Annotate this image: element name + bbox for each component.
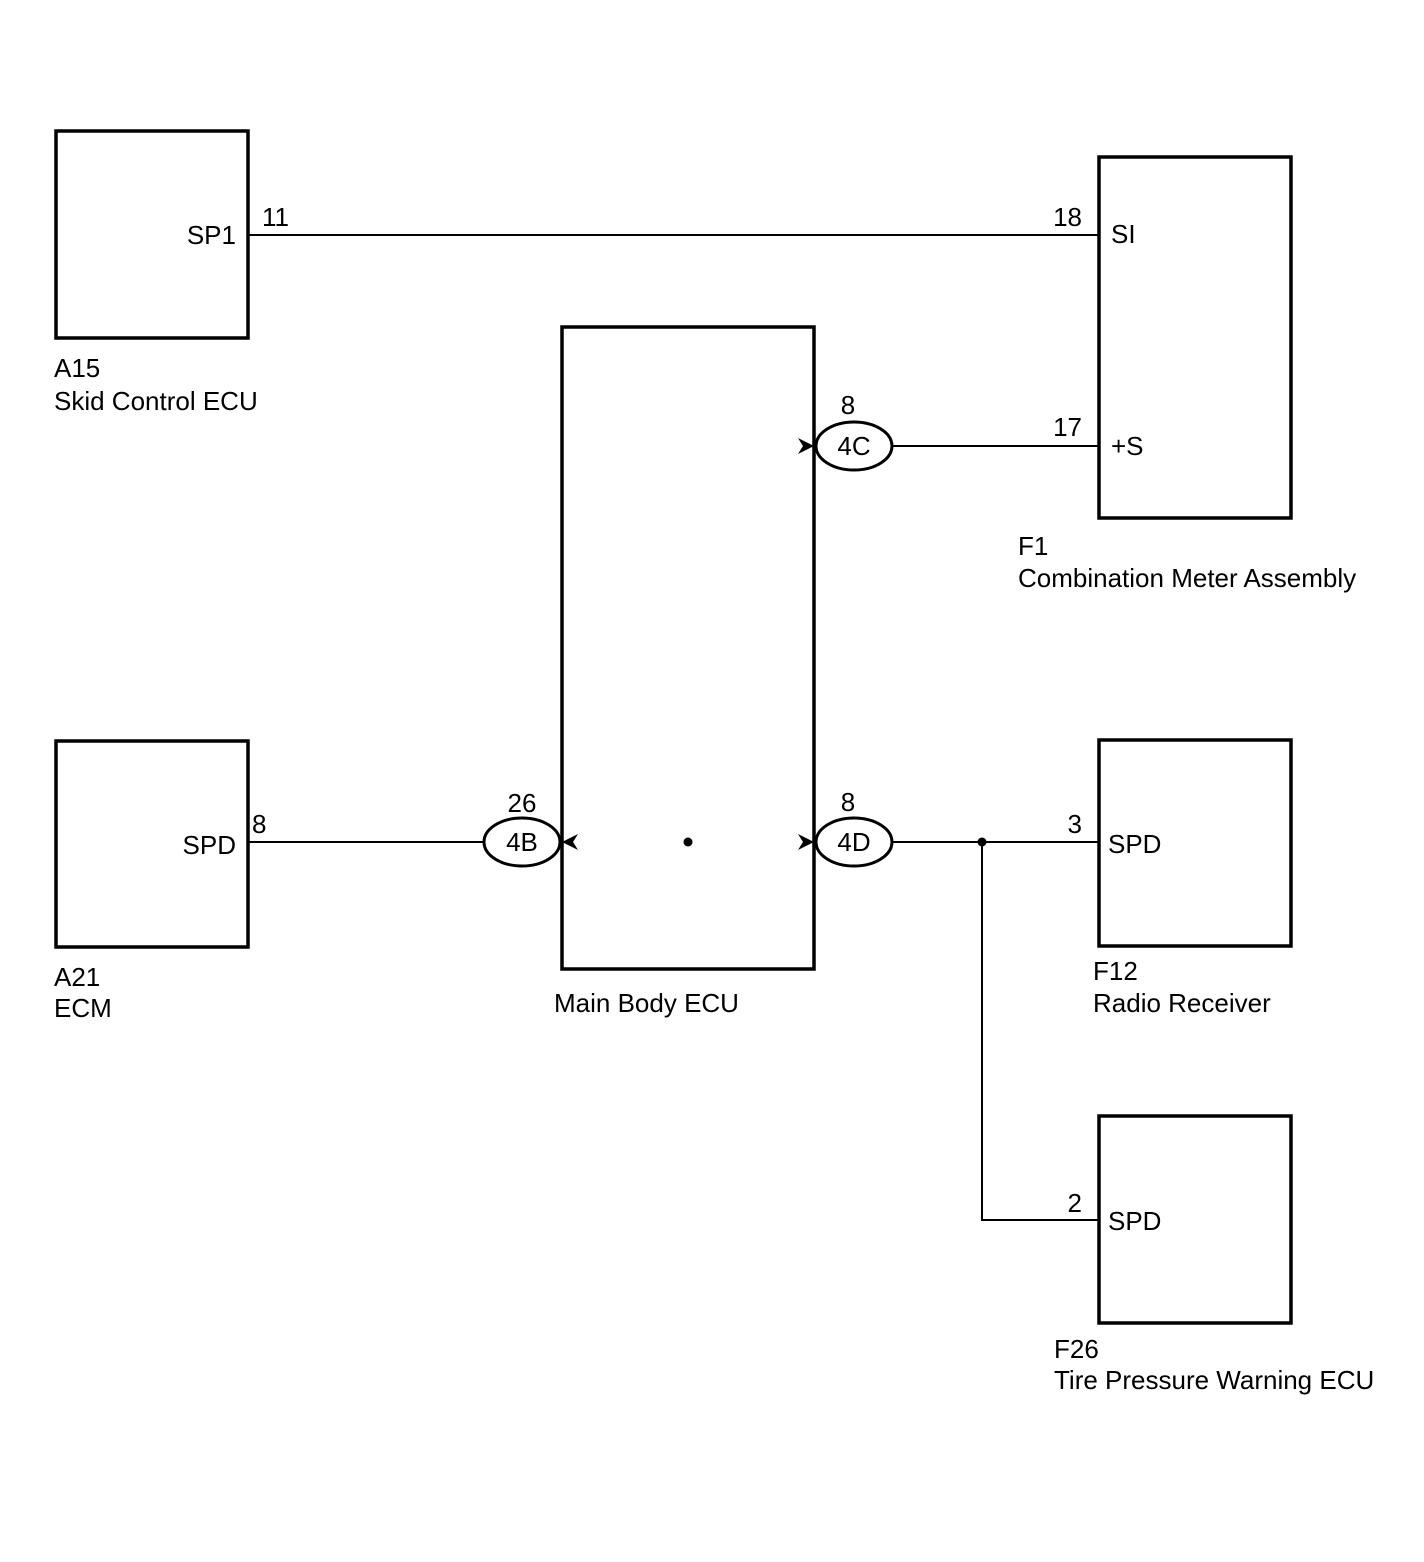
ecm-box — [54, 739, 250, 949]
connector-4d-label: 4D — [837, 827, 870, 857]
tire-pressure-ecu-box — [1097, 1114, 1293, 1325]
connector-4d-pin: 8 — [841, 787, 855, 817]
arrow-4d-icon — [798, 834, 814, 850]
connector-4d — [814, 816, 894, 868]
connector-4b-pin: 26 — [508, 788, 537, 818]
radio-receiver-pin-label: SPD — [1108, 829, 1161, 859]
tire-pressure-name: Tire Pressure Warning ECU — [1054, 1365, 1374, 1395]
ecm-pin-label: SPD — [183, 830, 236, 860]
skid-control-name: Skid Control ECU — [54, 386, 258, 416]
junction-dot-splice — [977, 837, 987, 847]
radio-receiver-box — [1097, 738, 1293, 948]
ecm-name: ECM — [54, 993, 112, 1023]
arrow-4b-icon — [562, 834, 578, 850]
tire-pressure-code: F26 — [1054, 1334, 1099, 1364]
ecm-pin-number: 8 — [252, 809, 266, 839]
connector-4c-pin: 8 — [841, 390, 855, 420]
ecm-code: A21 — [54, 962, 100, 992]
combination-meter-box — [1097, 155, 1293, 520]
arrow-4c-icon — [798, 438, 814, 454]
combination-meter-pin-si-number: 18 — [1053, 202, 1082, 232]
radio-receiver-code: F12 — [1093, 956, 1138, 986]
combination-meter-code: F1 — [1018, 531, 1048, 561]
skid-control-pin-label: SP1 — [187, 220, 236, 250]
skid-control-code: A15 — [54, 353, 100, 383]
combination-meter-pin-si-label: SI — [1111, 219, 1136, 249]
main-body-ecu-box — [560, 325, 816, 971]
skid-control-ecu-box — [54, 129, 250, 340]
junction-dot-internal — [683, 837, 693, 847]
connector-4b-label: 4B — [506, 827, 538, 857]
combination-meter-pin-s-number: 17 — [1053, 412, 1082, 442]
radio-receiver-pin-number: 3 — [1068, 809, 1082, 839]
main-body-ecu-name: Main Body ECU — [554, 988, 739, 1018]
combination-meter-name: Combination Meter Assembly — [1018, 563, 1356, 593]
connector-4c — [814, 420, 894, 472]
tire-pressure-pin-number: 2 — [1068, 1188, 1082, 1218]
radio-receiver-name: Radio Receiver — [1093, 988, 1271, 1018]
wire-branch-to-tire-pressure — [981, 842, 1098, 1221]
connector-4b — [482, 816, 562, 868]
skid-control-pin-number: 11 — [262, 202, 289, 232]
tire-pressure-pin-label: SPD — [1108, 1206, 1161, 1236]
combination-meter-pin-s-label: +S — [1111, 431, 1144, 461]
connector-4c-label: 4C — [837, 431, 870, 461]
